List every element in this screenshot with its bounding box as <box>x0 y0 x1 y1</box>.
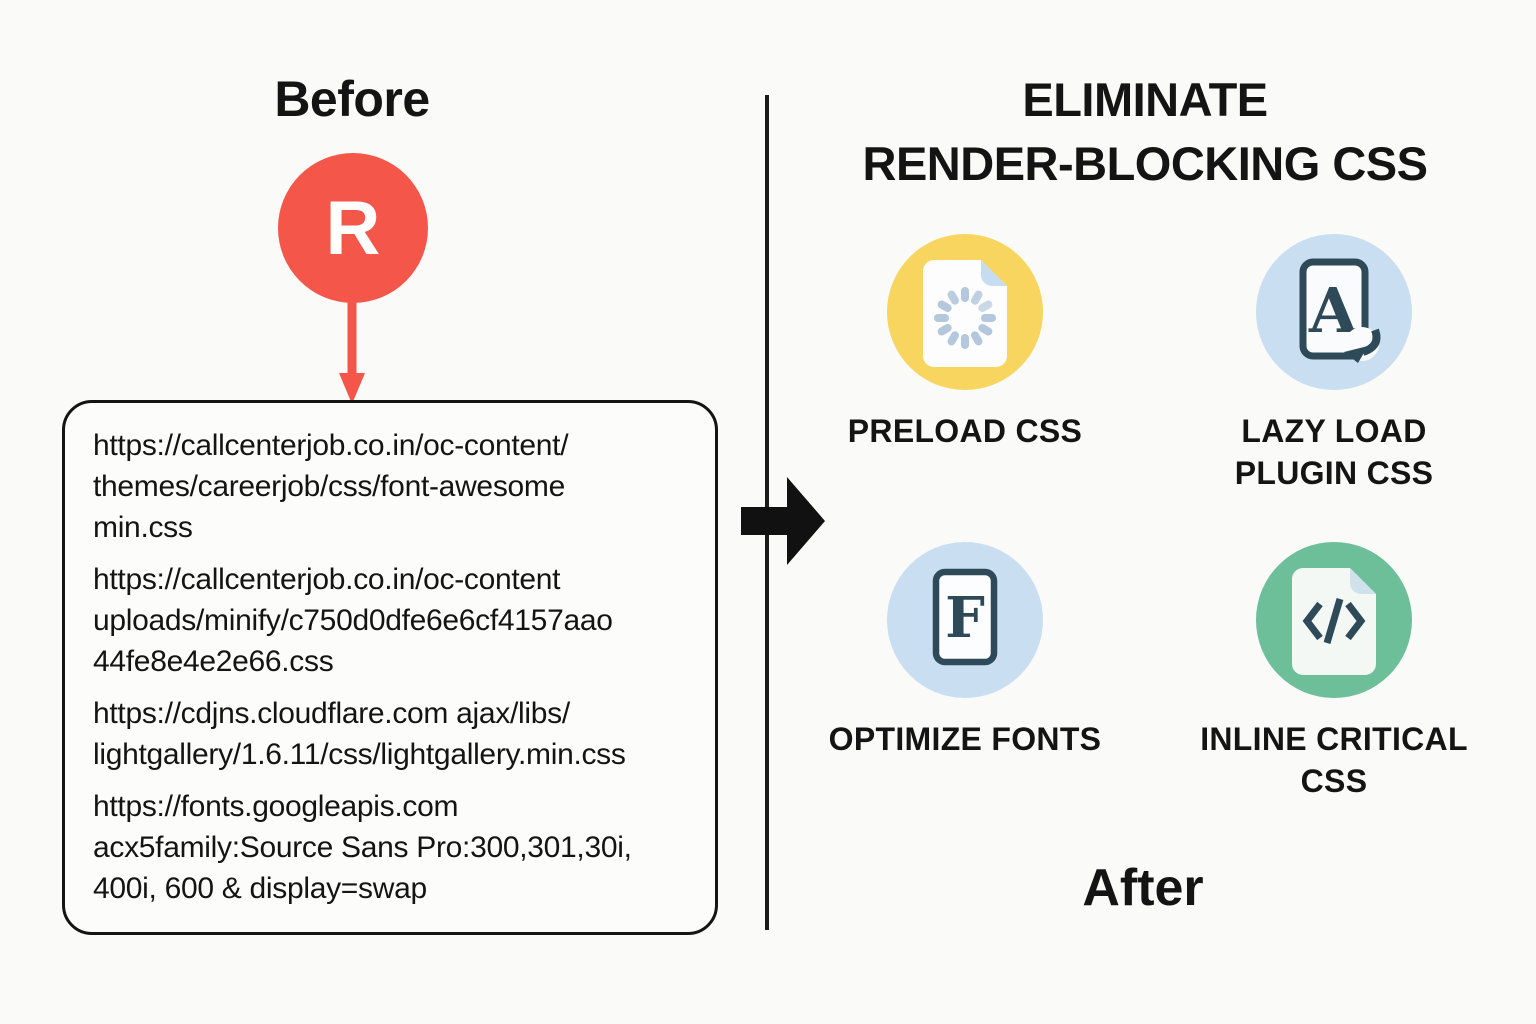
optimize-fonts-label: OPTIMIZE FONTS <box>828 721 1102 757</box>
preload-spinner-document-icon <box>887 234 1043 390</box>
lazy-load-a-tablet-icon: A <box>1256 234 1412 390</box>
url-item: https://callcenterjob.co.in/oc-content/ … <box>93 429 569 544</box>
tip-inline-critical-css: INLINE CRITICAL CSS <box>1149 542 1519 802</box>
right-arrow-icon <box>741 477 825 565</box>
tip-preload-css: PRELOAD CSS <box>780 234 1150 452</box>
url-item: https://callcenterjob.co.in/oc-content u… <box>93 563 613 678</box>
main-heading: ELIMINATE RENDER-BLOCKING CSS <box>780 68 1510 196</box>
main-heading-line2: RENDER-BLOCKING CSS <box>862 137 1428 190</box>
tip-optimize-fonts: F OPTIMIZE FONTS <box>780 542 1150 760</box>
preload-css-label: PRELOAD CSS <box>847 413 1083 449</box>
main-heading-line1: ELIMINATE <box>1022 73 1268 126</box>
url-item: https://cdjns.cloudflare.com ajax/libs/ … <box>93 697 626 771</box>
optimize-fonts-letter: F <box>945 585 985 651</box>
tip-lazy-load-plugin-css: A LAZY LOAD PLUGIN CSS <box>1149 234 1519 494</box>
before-heading: Before <box>274 71 430 127</box>
optimize-fonts-f-document-icon: F <box>887 542 1043 698</box>
url-item: https://fonts.googleapis.com acx5family:… <box>93 790 632 905</box>
render-blocking-url-list: https://callcenterjob.co.in/oc-content/ … <box>62 400 718 935</box>
lazy-load-plugin-css-label: LAZY LOAD PLUGIN CSS <box>1234 413 1434 491</box>
after-heading: After <box>1082 859 1204 917</box>
inline-code-document-icon <box>1256 542 1412 698</box>
r-badge-letter: R <box>325 185 381 271</box>
inline-critical-css-label: INLINE CRITICAL CSS <box>1200 721 1468 799</box>
render-blocking-resource-badge: R <box>278 153 428 303</box>
down-arrow-icon <box>339 299 365 404</box>
